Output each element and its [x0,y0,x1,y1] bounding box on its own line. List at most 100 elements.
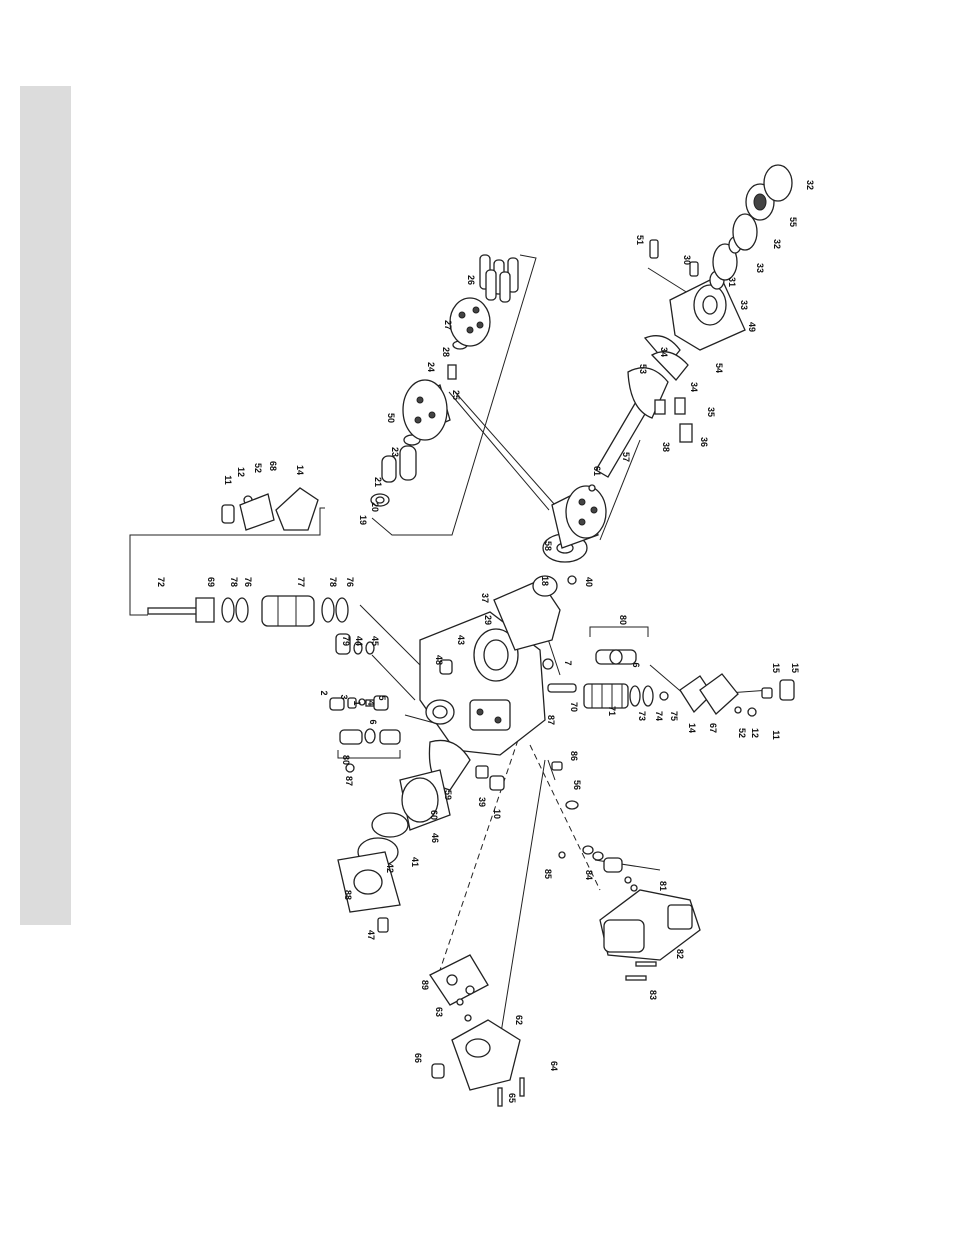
callout-c72: 72 [156,577,166,587]
callout-c27: 27 [443,320,453,330]
callout-c73: 73 [637,711,647,721]
valve-spool-group [543,650,794,716]
callout-c30: 30 [682,255,692,265]
callout-c18: 18 [540,576,550,586]
callout-c25: 25 [451,390,461,400]
callout-c26: 26 [466,275,476,285]
callout-c43: 43 [456,635,466,645]
rotating-group-parts [371,255,518,506]
callout-c80a: 80 [341,755,351,765]
callout-c39: 39 [477,797,487,807]
callout-c46: 46 [430,833,440,843]
piston-column-parts [148,596,348,626]
callout-c33a: 33 [739,300,749,310]
callout-c85: 85 [543,869,553,879]
callout-c20: 20 [370,502,380,512]
callout-c58: 58 [543,541,553,551]
callout-c69: 69 [206,577,216,587]
callout-c67: 67 [708,723,718,733]
callout-c78a: 78 [229,577,239,587]
callout-c37: 37 [480,593,490,603]
callout-c15a: 15 [771,663,781,673]
callout-c76b: 76 [345,577,355,587]
callout-c34b: 34 [689,382,699,392]
callout-c81: 81 [658,881,668,891]
callout-c55: 55 [788,217,798,227]
callout-c68: 68 [268,461,278,471]
end-cover-bearings [650,165,792,350]
callout-c52b: 52 [737,728,747,738]
callout-c1: 1 [352,700,362,705]
callout-c64: 64 [549,1061,559,1071]
callout-c45: 45 [370,636,380,646]
callout-c53: 53 [638,364,648,374]
callout-c65: 65 [507,1093,517,1103]
callout-c15b: 15 [790,663,800,673]
callout-c48: 48 [434,655,444,665]
callout-c83: 83 [648,990,658,1000]
callout-c75: 75 [669,711,679,721]
callout-c87a: 87 [344,776,354,786]
callout-c71: 71 [607,706,617,716]
callout-c33b: 33 [755,263,765,273]
callout-c2: 2 [319,690,329,695]
callout-c14a: 14 [295,465,305,475]
callout-c80b: 80 [618,615,628,625]
callout-c76a: 76 [243,577,253,587]
callout-c54: 54 [714,363,724,373]
callout-c84: 84 [584,870,594,880]
callout-c42: 42 [385,863,395,873]
relief-valve-parts [330,634,400,772]
callout-c47: 47 [366,930,376,940]
callout-c59: 59 [443,790,453,800]
callout-c32a: 32 [772,239,782,249]
callout-c32b: 32 [805,180,815,190]
callout-c14b: 14 [687,723,697,733]
callout-c24: 24 [426,362,436,372]
callout-c28: 28 [441,347,451,357]
callout-c86: 86 [569,751,579,761]
callout-c61: 61 [592,466,602,476]
callout-c52a: 52 [253,463,263,473]
callout-c66: 66 [413,1053,423,1063]
callout-c56: 56 [572,780,582,790]
callout-c5: 5 [377,695,387,700]
callout-c38: 38 [661,442,671,452]
callout-c57: 57 [621,452,631,462]
callout-c79: 79 [341,636,351,646]
callout-c31: 31 [727,277,737,287]
callout-c44: 44 [354,636,364,646]
callout-c51: 51 [635,235,645,245]
callout-c29: 29 [483,615,493,625]
callout-c87b: 87 [546,715,556,725]
callout-c49: 49 [747,322,757,332]
callout-c50: 50 [386,413,396,423]
callout-c6a: 6 [368,719,378,724]
callout-c89: 89 [420,980,430,990]
callout-c82: 82 [675,949,685,959]
callout-c10: 10 [492,809,502,819]
callout-c36: 36 [699,437,709,447]
callout-c11a: 11 [223,475,233,485]
main-housing [420,534,587,755]
callout-c70: 70 [569,702,579,712]
callout-c7: 7 [563,660,573,665]
callout-c35: 35 [706,407,716,417]
callout-c6b: 6 [631,662,641,667]
callout-c74: 74 [654,711,664,721]
callout-c12b: 12 [750,728,760,738]
callout-c19: 19 [358,515,368,525]
callout-c40: 40 [584,577,594,587]
callout-c21: 21 [373,477,383,487]
callout-c60: 60 [429,810,439,820]
callout-c3: 3 [339,694,349,699]
upper-cover-group [222,488,318,530]
callout-c11b: 11 [771,730,781,740]
port-plate-group [338,740,470,932]
callout-c41: 41 [410,857,420,867]
callout-c88: 88 [343,890,353,900]
callout-c62: 62 [514,1015,524,1025]
callout-c78b: 78 [328,577,338,587]
callout-c23: 23 [390,447,400,457]
